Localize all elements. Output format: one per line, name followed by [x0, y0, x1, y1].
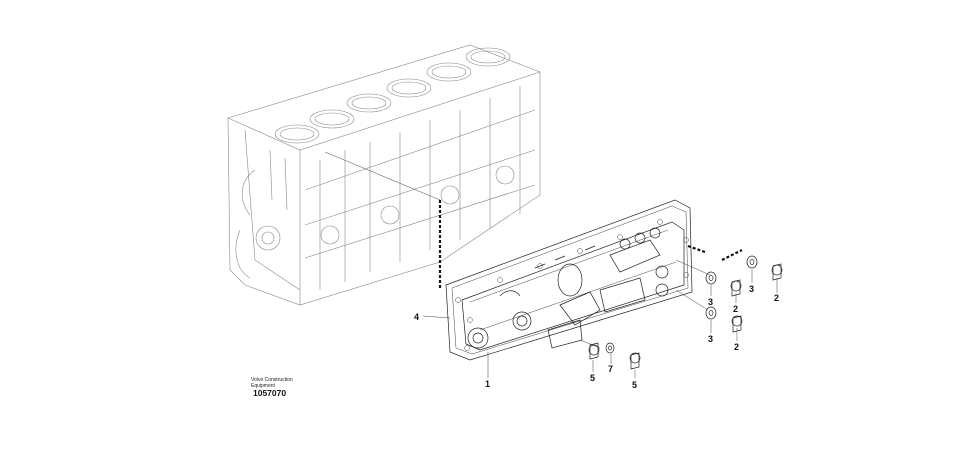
bolt-icon [731, 279, 741, 297]
oil-cooler-cover-assembly [445, 199, 743, 361]
engine-block-illustration [227, 44, 541, 306]
callout-4: 4 [414, 312, 419, 322]
callout-2: 2 [774, 293, 779, 303]
bolt-icon [630, 352, 640, 370]
washer-icon [705, 271, 717, 285]
bolt-icon [732, 315, 742, 333]
fasteners [588, 255, 783, 370]
callout-3: 3 [708, 297, 713, 307]
callout-3: 3 [708, 334, 713, 344]
callout-7: 7 [608, 364, 613, 374]
washer-icon [605, 342, 615, 354]
brand-label: Volvo Construction Equipment [251, 377, 293, 389]
document-id: 1057070 [253, 388, 287, 398]
washer-icon [746, 255, 758, 269]
callout-3: 3 [749, 284, 754, 294]
brand-line-1: Volvo Construction [251, 377, 293, 383]
brand-line-2: Equipment [251, 383, 275, 389]
washer-icon [705, 306, 717, 320]
callout-5: 5 [590, 373, 595, 383]
callout-labels: 4 1 5 7 5 3 2 3 2 3 2 [414, 284, 779, 390]
callout-5: 5 [632, 380, 637, 390]
bolt-icon [772, 263, 782, 281]
callout-2: 2 [733, 304, 738, 314]
leader-lines [422, 269, 778, 378]
bolt-icon [589, 342, 599, 360]
callout-2: 2 [734, 342, 739, 352]
callout-1: 1 [485, 379, 490, 389]
